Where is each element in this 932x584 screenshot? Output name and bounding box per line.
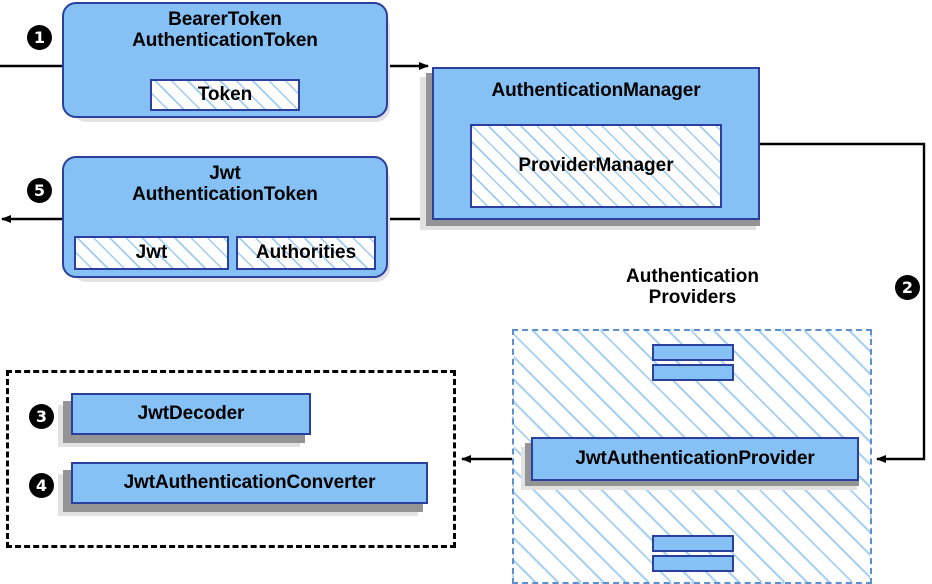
node-jwt-decoder[interactable]: JwtDecoder: [71, 393, 311, 435]
bearer-token-inner-token-label: Token: [197, 84, 253, 105]
jwt-converter-title: JwtAuthenticationConverter: [123, 471, 376, 493]
provider-stack-bottom-bar-1: [652, 535, 734, 552]
provider-manager-label: ProviderManager: [518, 155, 674, 176]
authentication-manager-inner-provider-manager[interactable]: ProviderManager: [470, 124, 722, 208]
provider-stack-top-bar-1: [652, 344, 734, 361]
authentication-providers-label: Authentication Providers: [626, 266, 759, 308]
step-marker-1: 1: [27, 25, 52, 50]
jwt-decoder-title: JwtDecoder: [137, 402, 245, 424]
step-marker-3: 3: [29, 404, 54, 429]
jwt-token-inner-authorities-label: Authorities: [255, 242, 357, 263]
node-jwt-authentication-converter[interactable]: JwtAuthenticationConverter: [71, 462, 428, 504]
step-marker-4: 4: [29, 473, 54, 498]
bearer-token-inner-token[interactable]: Token: [150, 79, 300, 111]
authentication-manager-title: AuthenticationManager: [491, 80, 701, 101]
step-marker-5: 5: [27, 178, 52, 203]
jwt-token-title: Jwt AuthenticationToken: [132, 163, 318, 205]
node-jwt-authentication-provider[interactable]: JwtAuthenticationProvider: [531, 437, 859, 481]
arrow-manager-to-provider: [760, 142, 926, 463]
jwt-token-inner-jwt[interactable]: Jwt: [74, 236, 229, 270]
bearer-token-title: BearerToken AuthenticationToken: [132, 9, 318, 51]
provider-stack-top-bar-2: [652, 364, 734, 381]
jwt-provider-title: JwtAuthenticationProvider: [575, 447, 815, 469]
step-marker-2: 2: [895, 275, 920, 300]
jwt-token-inner-jwt-label: Jwt: [135, 242, 168, 263]
jwt-token-inner-authorities[interactable]: Authorities: [236, 236, 376, 270]
provider-stack-bottom-bar-2: [652, 555, 734, 572]
